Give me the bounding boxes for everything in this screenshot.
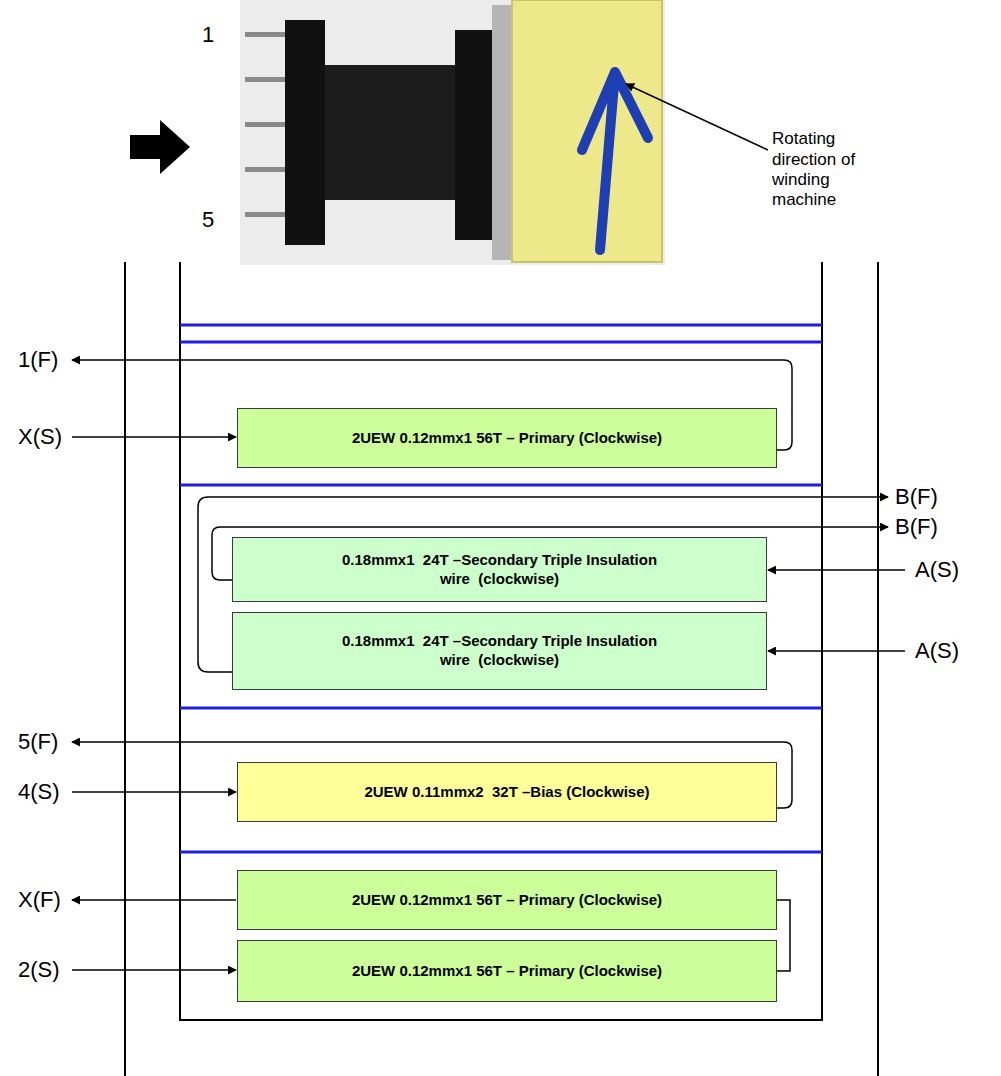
lead-wire	[72, 969, 236, 971]
pin	[245, 77, 290, 82]
bobbin-core	[325, 65, 457, 200]
pin-label: 1(F)	[18, 349, 58, 371]
winding-link	[777, 900, 790, 971]
pin-label: 2(S)	[18, 959, 60, 981]
tape-line	[180, 707, 822, 710]
pin-label: B(F)	[895, 486, 938, 508]
bobbin-photo	[240, 0, 665, 265]
pin-label: X(F)	[18, 889, 61, 911]
pin-label: A(S)	[915, 559, 959, 581]
tape-line	[180, 324, 822, 327]
winding-box: 0.18mmx1 24T –Secondary Triple Insulatio…	[232, 537, 767, 602]
lead-wire	[768, 650, 905, 652]
bobbin-flange	[455, 30, 493, 240]
tape-line	[180, 851, 822, 854]
photo-ground	[240, 0, 665, 265]
lead-wire	[72, 436, 236, 438]
winding-box: 2UEW 0.12mmx1 56T – Primary (Clockwise)	[237, 408, 777, 468]
pin	[245, 122, 290, 127]
winding-spec: 2UEW 0.12mmx1 56T – Primary (Clockwise)	[352, 891, 662, 910]
pin-number: 5	[202, 209, 214, 231]
callout-text: Rotating direction of winding machine	[772, 129, 890, 211]
pin-label: 4(S)	[18, 781, 60, 803]
winding-spec: 2UEW 0.11mmx2 32T –Bias (Clockwise)	[364, 783, 649, 802]
winding-box: 2UEW 0.12mmx1 56T – Primary (Clockwise)	[237, 870, 777, 930]
tape-line	[180, 341, 822, 344]
pin	[245, 167, 290, 172]
bobbin-outline	[125, 262, 878, 1076]
pin-label: B(F)	[895, 516, 938, 538]
rotation-arrow	[582, 72, 648, 250]
lead-wire	[72, 899, 236, 901]
winding-box: 2UEW 0.12mmx1 56T – Primary (Clockwise)	[237, 940, 777, 1002]
pin-label: A(S)	[915, 640, 959, 662]
pin-label: 5(F)	[18, 731, 58, 753]
winding-spec: 0.18mmx1 24T –Secondary Triple Insulatio…	[335, 632, 665, 670]
yellow-tape	[512, 0, 662, 262]
lead-wire	[768, 569, 905, 571]
pin-label: X(S)	[18, 426, 62, 448]
pin-number: 1	[202, 24, 214, 46]
winding-box: 2UEW 0.11mmx2 32T –Bias (Clockwise)	[237, 762, 777, 822]
pin	[245, 212, 290, 217]
tape-line	[180, 484, 822, 487]
winding-spec: 2UEW 0.12mmx1 56T – Primary (Clockwise)	[352, 429, 662, 448]
callout-leader	[626, 84, 768, 150]
direction-arrow	[130, 120, 190, 174]
winding-leads	[72, 360, 905, 970]
lead-wire	[72, 791, 236, 793]
bobbin-flange	[285, 20, 325, 245]
winding-box: 0.18mmx1 24T –Secondary Triple Insulatio…	[232, 612, 767, 690]
winding-spec: 0.18mmx1 24T –Secondary Triple Insulatio…	[335, 551, 665, 589]
insulation-tape	[180, 325, 822, 852]
pin	[245, 32, 290, 37]
winding-spec: 2UEW 0.12mmx1 56T – Primary (Clockwise)	[352, 962, 662, 981]
